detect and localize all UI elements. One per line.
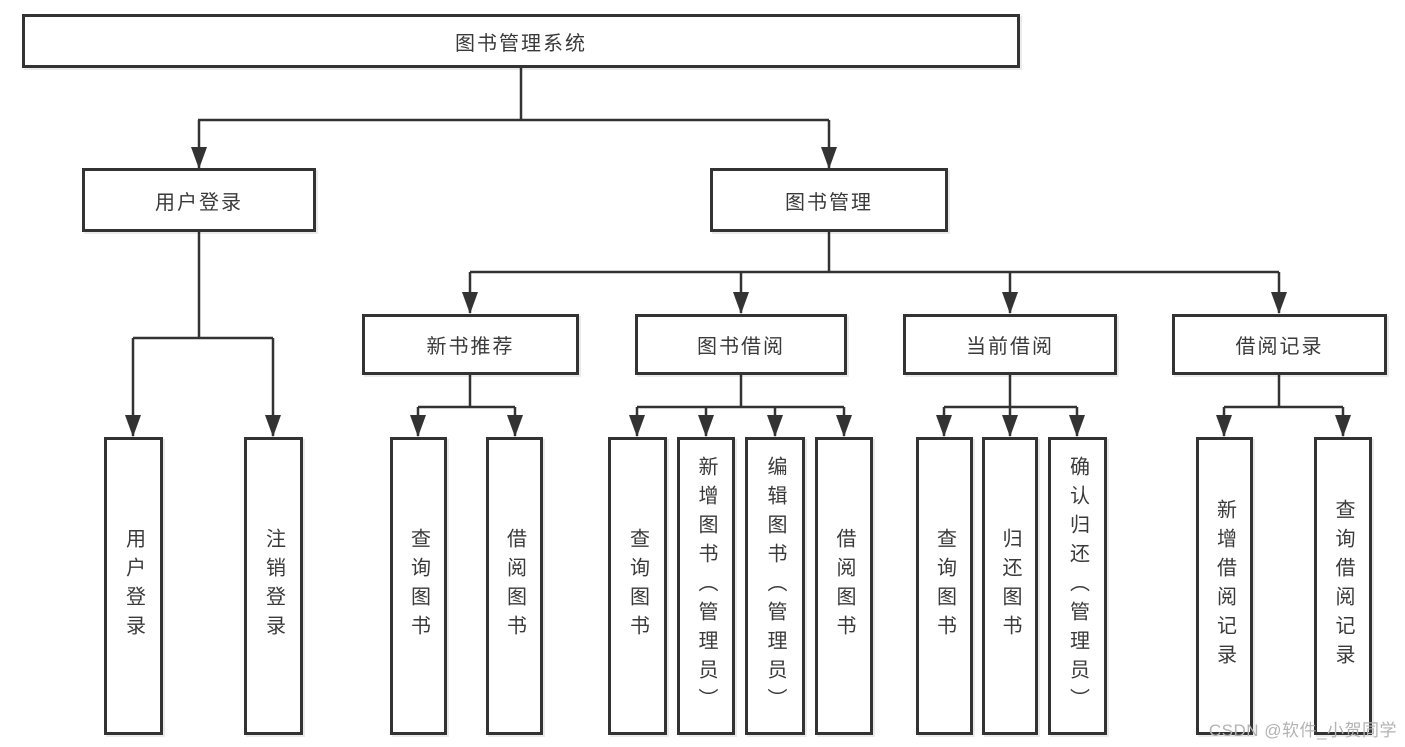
node-cb-return-books: 归还图书: [982, 437, 1038, 735]
node-bb-query-books: 查询图书: [608, 437, 667, 735]
node-nb-borrow-books: 借阅图书: [486, 437, 543, 735]
node-user-login: 用户登录: [82, 168, 316, 232]
node-root: 图书管理系统: [22, 14, 1020, 68]
node-borrowing-records: 借阅记录: [1172, 314, 1387, 375]
node-book-borrowing: 图书借阅: [635, 314, 847, 375]
node-current-borrowing: 当前借阅: [903, 314, 1117, 375]
node-book-management: 图书管理: [710, 168, 948, 232]
node-logout: 注销登录: [244, 437, 303, 735]
node-new-book-recommendation: 新书推荐: [362, 314, 579, 375]
node-cb-query-books: 查询图书: [916, 437, 973, 735]
node-login: 用户登录: [104, 437, 163, 735]
node-br-query-record: 查询借阅记录: [1314, 437, 1372, 735]
node-bb-add-books-admin: 新增图书（管理员）: [677, 437, 735, 735]
node-bb-borrow-books: 借阅图书: [815, 437, 873, 735]
node-nb-query-books: 查询图书: [390, 437, 447, 735]
node-bb-edit-books-admin: 编辑图书（管理员）: [745, 437, 805, 735]
node-cb-confirm-return-admin: 确认归还（管理员）: [1048, 437, 1107, 735]
node-br-add-record: 新增借阅记录: [1196, 437, 1253, 735]
csdn-watermark: CSDN @软件_小贺同学: [1208, 721, 1397, 740]
